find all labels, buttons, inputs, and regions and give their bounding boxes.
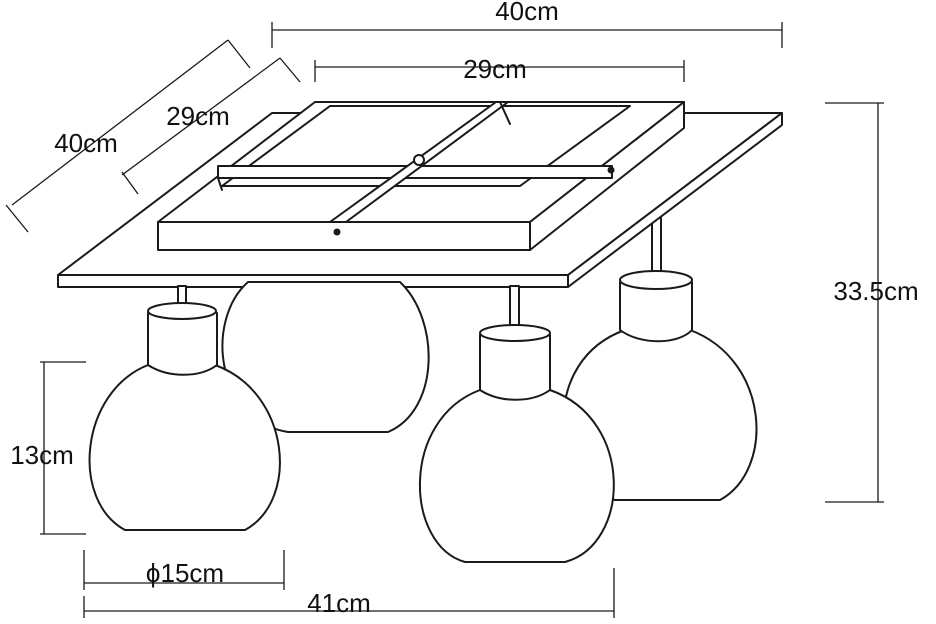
- rod-back-right: [651, 217, 662, 279]
- label-top-width-outer: 40cm: [495, 0, 559, 26]
- lamp-illustration: [57, 101, 783, 563]
- label-shade-height: 13cm: [10, 440, 74, 470]
- shade-back-left: [221, 281, 430, 433]
- label-top-width-inner: 29cm: [463, 54, 527, 84]
- mounting-frame: [157, 101, 685, 251]
- shade-front-left: [88, 285, 281, 531]
- label-shade-diameter: ϕ15cm: [146, 558, 224, 588]
- dimension-lines: [5, 22, 884, 618]
- shade-back-right: [562, 270, 758, 501]
- label-total-width: 41cm: [307, 588, 371, 618]
- label-total-height: 33.5cm: [833, 276, 918, 306]
- dimension-labels: 40cm 29cm 29cm 40cm 33.5cm 13cm ϕ15cm 41…: [10, 0, 918, 618]
- label-depth-inner: 29cm: [166, 101, 230, 131]
- label-depth-outer: 40cm: [54, 128, 118, 158]
- shade-front-right: [418, 285, 615, 563]
